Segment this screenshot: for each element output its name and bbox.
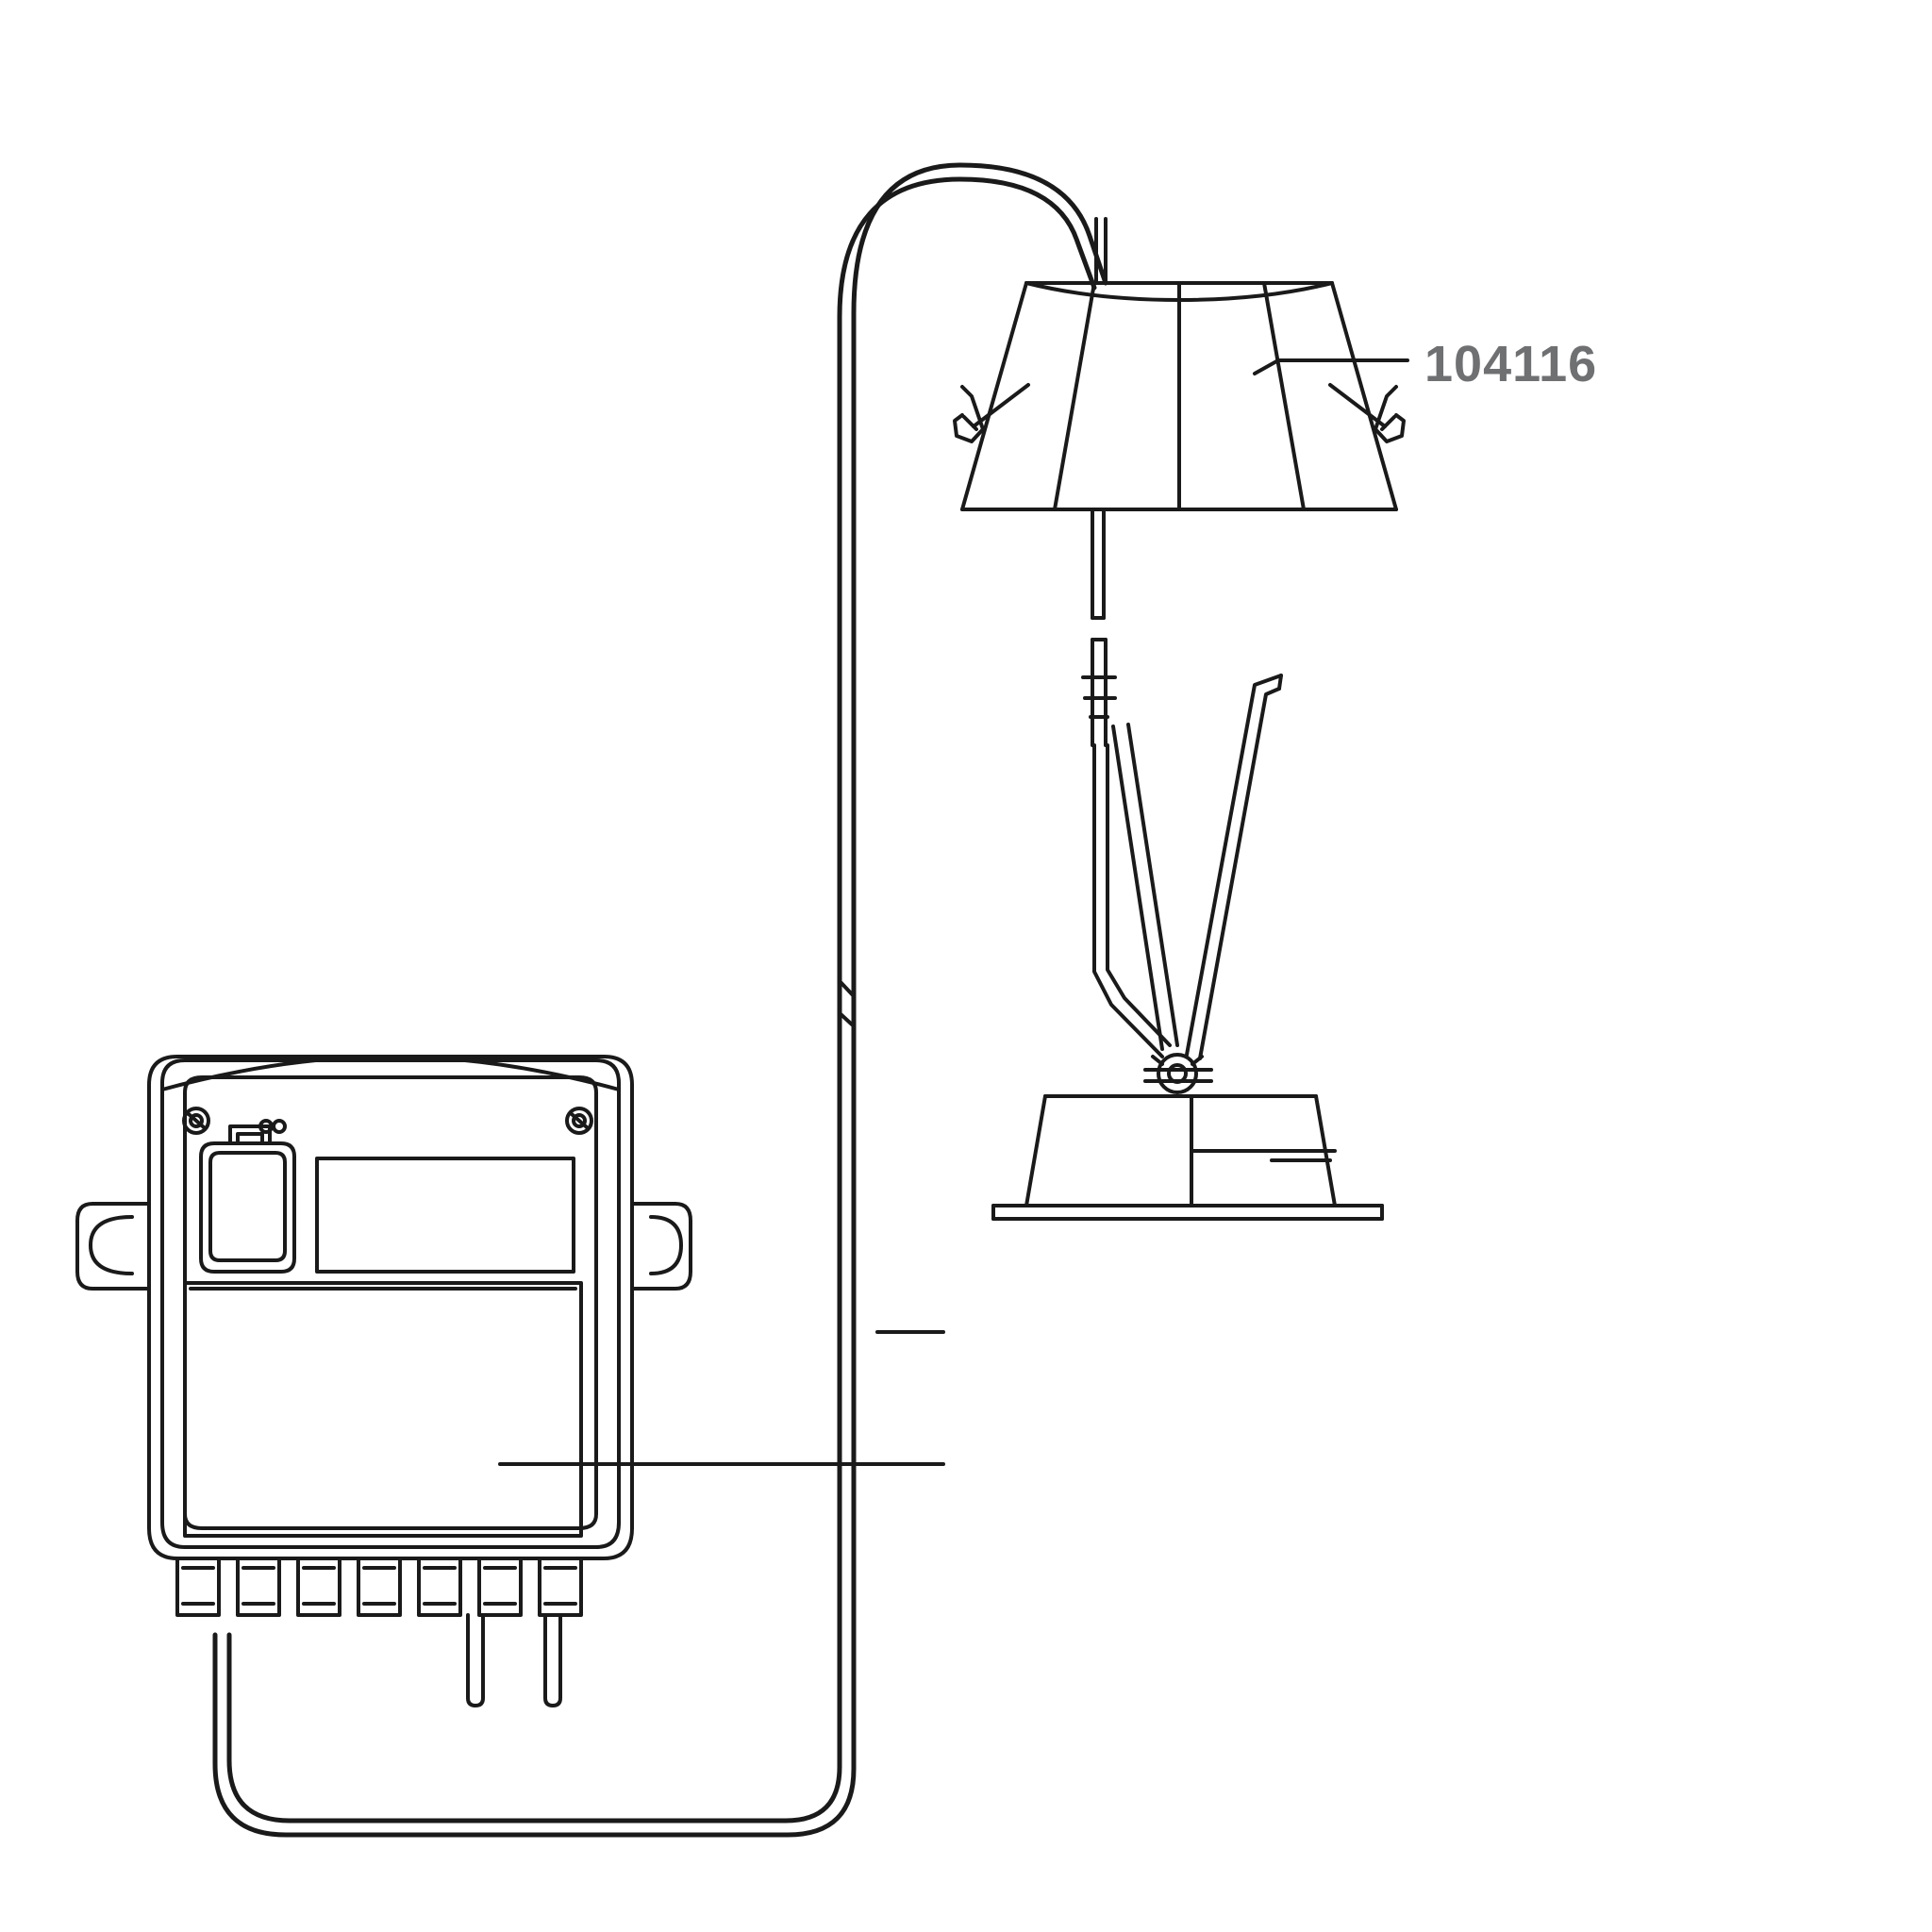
leader-lines [498,358,1409,1466]
cable-loop-path [212,162,1108,1838]
lamp-shade [960,217,1398,511]
control-box [75,1055,692,1707]
pin-pair [466,1613,562,1707]
lamp-arm-assembly [1081,638,1283,1094]
connector-terminals [175,1557,583,1617]
lamp-base [991,1094,1384,1221]
lamp-stem [1091,508,1106,620]
shade-clips [953,383,1406,443]
callout-label-104116: 104116 [1424,336,1598,392]
